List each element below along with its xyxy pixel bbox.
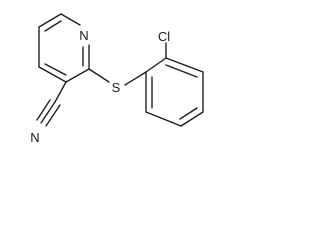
triple-bond-line-3 — [45, 104, 61, 127]
bond-c5-c6 — [38, 13, 62, 28]
triple-bond-line-1 — [40, 101, 56, 124]
bond-c1p-c2p — [145, 57, 167, 73]
bond-c3-c4-double — [44, 63, 67, 76]
atom-label-cl: Cl — [158, 29, 170, 44]
bond-c6-n1 — [60, 13, 81, 26]
bond-c5p-c6p — [145, 111, 182, 127]
nitrile-group — [36, 81, 67, 127]
bond-c4p-c5p-double — [179, 107, 198, 120]
bond-c2-c3 — [65, 68, 90, 83]
thioether-bridge — [88, 68, 147, 86]
structure-svg: N S Cl N — [30, 13, 204, 145]
bond-c3-c4 — [38, 66, 67, 83]
bond-s-c1prime — [124, 71, 147, 86]
pyridine-ring — [38, 13, 90, 83]
bond-c4p-c5p — [180, 111, 204, 127]
bond-c2-s — [88, 68, 110, 83]
molecule-diagram: N S Cl N — [0, 0, 231, 150]
triple-bond-line-2 — [36, 99, 51, 121]
atom-label-n-ring: N — [79, 28, 88, 43]
bond-c2p-c3p — [165, 57, 204, 73]
bond-c2p-c3p-double — [165, 64, 198, 78]
bond-c5-c6-double — [44, 20, 62, 32]
bond-c3-cn — [54, 81, 67, 103]
atom-label-n-nitrile: N — [30, 130, 39, 145]
atom-label-s: S — [112, 80, 121, 95]
chlorophenyl-ring — [145, 42, 204, 127]
